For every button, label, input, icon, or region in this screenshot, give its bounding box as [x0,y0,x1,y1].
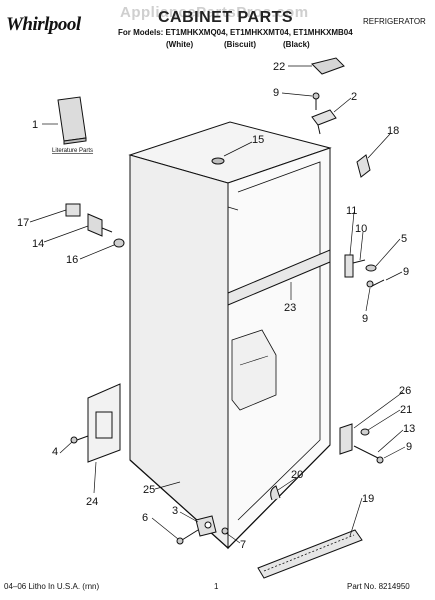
models-line: For Models: ET1MHKXMQ04, ET1MHKXMT04, ET… [118,28,353,37]
callout-6: 6 [142,512,148,524]
footer-litho: 04–06 Litho In U.S.A. (rnn) [4,582,100,591]
page-title: CABINET PARTS [158,9,294,26]
callout-20: 20 [291,469,303,481]
watermark: AppliancePartsPros.com [120,4,309,21]
footer-page-number: 1 [214,582,219,591]
literature-label: Literature Parts [52,148,93,154]
callout-19: 19 [362,493,374,505]
callout-5: 5 [401,233,407,245]
callout-17: 17 [17,217,29,229]
grommet [113,238,125,248]
top-hinge [311,109,337,126]
literature-booklet [57,96,87,142]
divider-rail [227,249,331,306]
bottom-hinge [339,423,353,455]
callout-10: 10 [355,223,367,235]
hinge-cover [311,57,345,75]
center-hinge [344,254,354,278]
callout-1: 1 [32,119,38,131]
callout-numbers: 22 9 2 1 18 15 11 10 5 17 14 16 9 23 9 2… [17,61,415,551]
callout-13: 13 [403,423,415,435]
callout-18: 18 [387,125,399,137]
callout-22: 22 [273,61,285,73]
callout-9-bottom: 9 [406,441,412,453]
callout-24: 24 [86,496,98,508]
footer-part-number: Part No. 8214950 [347,582,410,591]
callout-3: 3 [172,505,178,517]
callout-16: 16 [66,254,78,266]
category-label: REFRIGERATOR [363,17,426,26]
callout-25: 25 [143,484,155,496]
leveling-bracket [65,203,81,217]
callout-26: 26 [399,385,411,397]
callout-15: 15 [252,134,264,146]
leader-lines [29,65,406,544]
variant-black: (Black) [283,40,310,49]
callout-7: 7 [240,539,246,551]
callout-11: 11 [346,205,357,217]
callout-23: 23 [284,302,296,314]
callout-9-top: 9 [273,87,279,99]
side-bracket [87,383,121,463]
callout-9-middle: 9 [403,266,409,278]
door-stop [356,154,371,178]
whirlpool-logo: Whirlpool [6,14,81,35]
variant-white: (White) [166,40,194,49]
callout-9-lower: 9 [362,313,368,325]
variant-biscuit: (Biscuit) [224,40,256,49]
callout-21: 21 [400,404,412,416]
callout-2: 2 [351,91,357,103]
callout-4: 4 [52,446,58,458]
top-plug [211,157,225,165]
callout-14: 14 [32,238,44,250]
toe-grille [257,529,363,579]
